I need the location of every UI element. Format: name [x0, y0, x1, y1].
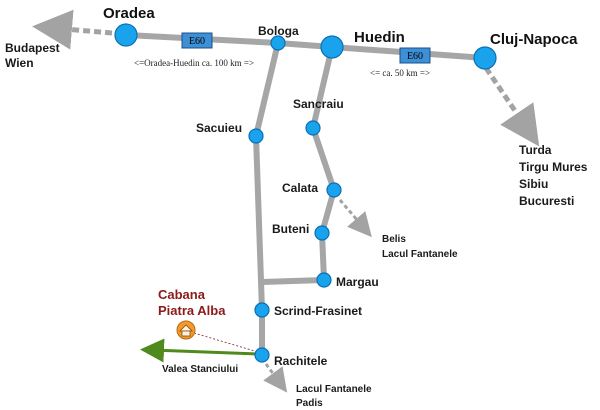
- distance-huedin-cluj: <= ca. 50 km =>: [370, 68, 430, 78]
- route-southeast: [483, 66, 540, 147]
- node-bologa[interactable]: [270, 35, 286, 51]
- city-label-oradea: Oradea: [103, 5, 155, 22]
- road-huedin-sancraiu: [310, 44, 335, 131]
- cabana-connector: [193, 332, 259, 353]
- node-sacuieu[interactable]: [248, 128, 264, 144]
- route-valea-stanciului: [140, 338, 259, 363]
- dest-belis-1: Belis: [382, 234, 406, 245]
- dest-south-1: Lacul Fantanele: [296, 384, 372, 395]
- town-label-scrind: Scrind-Frasinet: [274, 304, 362, 318]
- distance-oradea-huedin: <=Oradea-Huedin ca. 100 km =>: [134, 58, 254, 68]
- e60-label-2: E60: [407, 51, 423, 62]
- route-belis: [338, 199, 372, 238]
- cabana-label-2: Piatra Alba: [158, 303, 226, 318]
- dest-southeast-1: Turda: [519, 143, 552, 157]
- town-label-sancraiu: Sancraiu: [293, 97, 344, 111]
- town-label-rachitele: Rachitele: [274, 354, 328, 368]
- road-margau-link: [259, 277, 327, 285]
- dest-belis-2: Lacul Fantanele: [382, 249, 458, 260]
- dest-west-2: Wien: [5, 56, 34, 70]
- e60-label-1: E60: [189, 36, 205, 47]
- node-scrind[interactable]: [254, 302, 270, 318]
- node-cluj[interactable]: [473, 46, 497, 70]
- node-huedin[interactable]: [320, 35, 344, 59]
- node-oradea[interactable]: [114, 23, 138, 47]
- town-label-margau: Margau: [336, 275, 379, 289]
- route-south: [263, 363, 288, 393]
- route-west: [32, 9, 113, 50]
- dest-southeast-4: Bucuresti: [519, 194, 574, 208]
- e60-shield-2: E60: [399, 47, 431, 64]
- town-label-buteni: Buteni: [272, 222, 309, 236]
- hut-icon[interactable]: [176, 320, 196, 340]
- dest-west-1: Budapest: [5, 41, 60, 55]
- road-e60: [123, 32, 488, 61]
- town-label-calata: Calata: [282, 181, 318, 195]
- road-bologa-sacuieu: [253, 40, 281, 139]
- node-calata[interactable]: [326, 182, 342, 198]
- cabana-label-1: Cabana: [158, 287, 206, 302]
- city-label-cluj: Cluj-Napoca: [490, 31, 578, 48]
- town-label-sacuieu: Sacuieu: [196, 121, 242, 135]
- town-nodes: [114, 23, 497, 363]
- city-label-huedin: Huedin: [354, 29, 405, 46]
- dest-southeast-2: Tirgu Mures: [519, 160, 588, 174]
- node-rachitele[interactable]: [254, 347, 270, 363]
- dest-south-2: Padis: [296, 398, 323, 409]
- node-sancraiu[interactable]: [305, 120, 321, 136]
- node-margau[interactable]: [316, 272, 332, 288]
- node-buteni[interactable]: [314, 225, 330, 241]
- road-buteni-margau: [319, 230, 327, 283]
- road-sacuieu-rachitele: [253, 133, 265, 358]
- e60-shield-1: E60: [181, 32, 213, 49]
- town-label-bologa: Bologa: [258, 24, 299, 38]
- dest-southeast-3: Sibiu: [519, 177, 548, 191]
- dashed-routes: [32, 9, 540, 393]
- valea-stanciului-label: Valea Stanciului: [162, 364, 238, 375]
